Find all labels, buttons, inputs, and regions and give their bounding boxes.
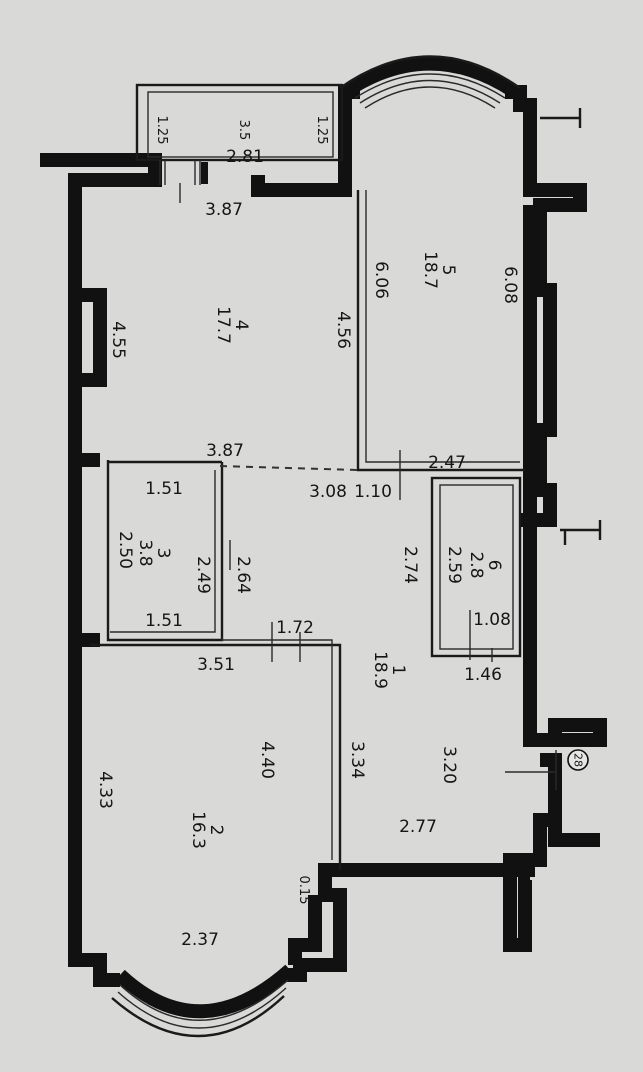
exterior-walls	[40, 85, 607, 987]
dimension-label: 3.08	[309, 482, 347, 502]
room-1-area: 18.9	[370, 651, 390, 689]
dimension-label: 2.37	[181, 930, 219, 950]
dimension-label: 0.15	[296, 876, 311, 905]
room-6-area: 2.8	[466, 551, 486, 578]
room-5-number: 5	[438, 265, 458, 276]
dimension-label: 4.33	[95, 771, 115, 809]
dimension-label: 3.87	[206, 441, 244, 461]
dimension-label: 4.55	[108, 321, 128, 359]
dimension-label: 4.56	[333, 311, 353, 349]
dimension-label: 6.06	[371, 261, 391, 299]
dimension-label: 2.81	[226, 147, 264, 167]
dimension-label: 2.59	[444, 546, 464, 584]
dimension-label: 3.34	[347, 741, 367, 779]
right-fixtures	[540, 108, 602, 545]
dimension-label: 3.51	[197, 655, 235, 675]
dimension-label: 1.51	[145, 479, 183, 499]
dimension-label: 1.46	[464, 665, 502, 685]
dimension-label: 1.10	[354, 482, 392, 502]
dimension-label: 1.51	[145, 611, 183, 631]
dimension-label: 3.20	[439, 746, 459, 784]
dimension-label: 1.08	[473, 610, 511, 630]
dimension-label: 1.25	[154, 116, 169, 145]
room-labels: 4 17.7 5 18.7 3 3.8 6 2.8 1 18.9 2 16.3	[135, 251, 504, 849]
room-1-number: 1	[388, 665, 408, 676]
room-4-area: 17.7	[213, 306, 233, 344]
dimension-labels: 1.25 3.5 1.25 4.55 4.56 6.06 6.08 2.50 2…	[95, 116, 520, 950]
dimension-label: 2.77	[399, 817, 437, 837]
dimension-label: 4.40	[257, 741, 277, 779]
dimension-label: 6.08	[500, 266, 520, 304]
room-2-number: 2	[206, 825, 226, 836]
dimension-label: 2.47	[428, 453, 466, 473]
room-2-area: 16.3	[188, 811, 208, 849]
marker-label: 28	[572, 753, 585, 767]
room-4-number: 4	[231, 320, 251, 331]
section-marker: 28	[567, 749, 589, 771]
room-1-label: 1 18.9	[370, 651, 408, 689]
top-bay-window	[339, 55, 521, 109]
dimension-label: 2.74	[400, 546, 420, 584]
dimension-label: 3.5	[236, 120, 251, 141]
room-3-label: 3 3.8	[135, 539, 173, 566]
dimension-label: 2.49	[193, 556, 213, 594]
bottom-bay-window	[111, 964, 295, 1038]
room-4-label: 4 17.7	[213, 306, 251, 344]
dimension-label: 2.64	[233, 556, 253, 594]
partitions	[90, 190, 557, 870]
room-5-area: 18.7	[420, 251, 440, 289]
balcony	[135, 83, 344, 203]
dimension-label: 1.72	[276, 618, 314, 638]
room-3-number: 3	[153, 548, 173, 559]
dimension-label: 1.25	[314, 116, 329, 145]
room-6-number: 6	[484, 560, 504, 571]
dimension-label: 2.50	[115, 531, 135, 569]
dimension-label: 3.87	[205, 200, 243, 220]
room-3-area: 3.8	[135, 539, 155, 566]
room-6-label: 6 2.8	[466, 551, 504, 578]
room-2-label: 2 16.3	[188, 811, 226, 849]
room-5-label: 5 18.7	[420, 251, 458, 289]
